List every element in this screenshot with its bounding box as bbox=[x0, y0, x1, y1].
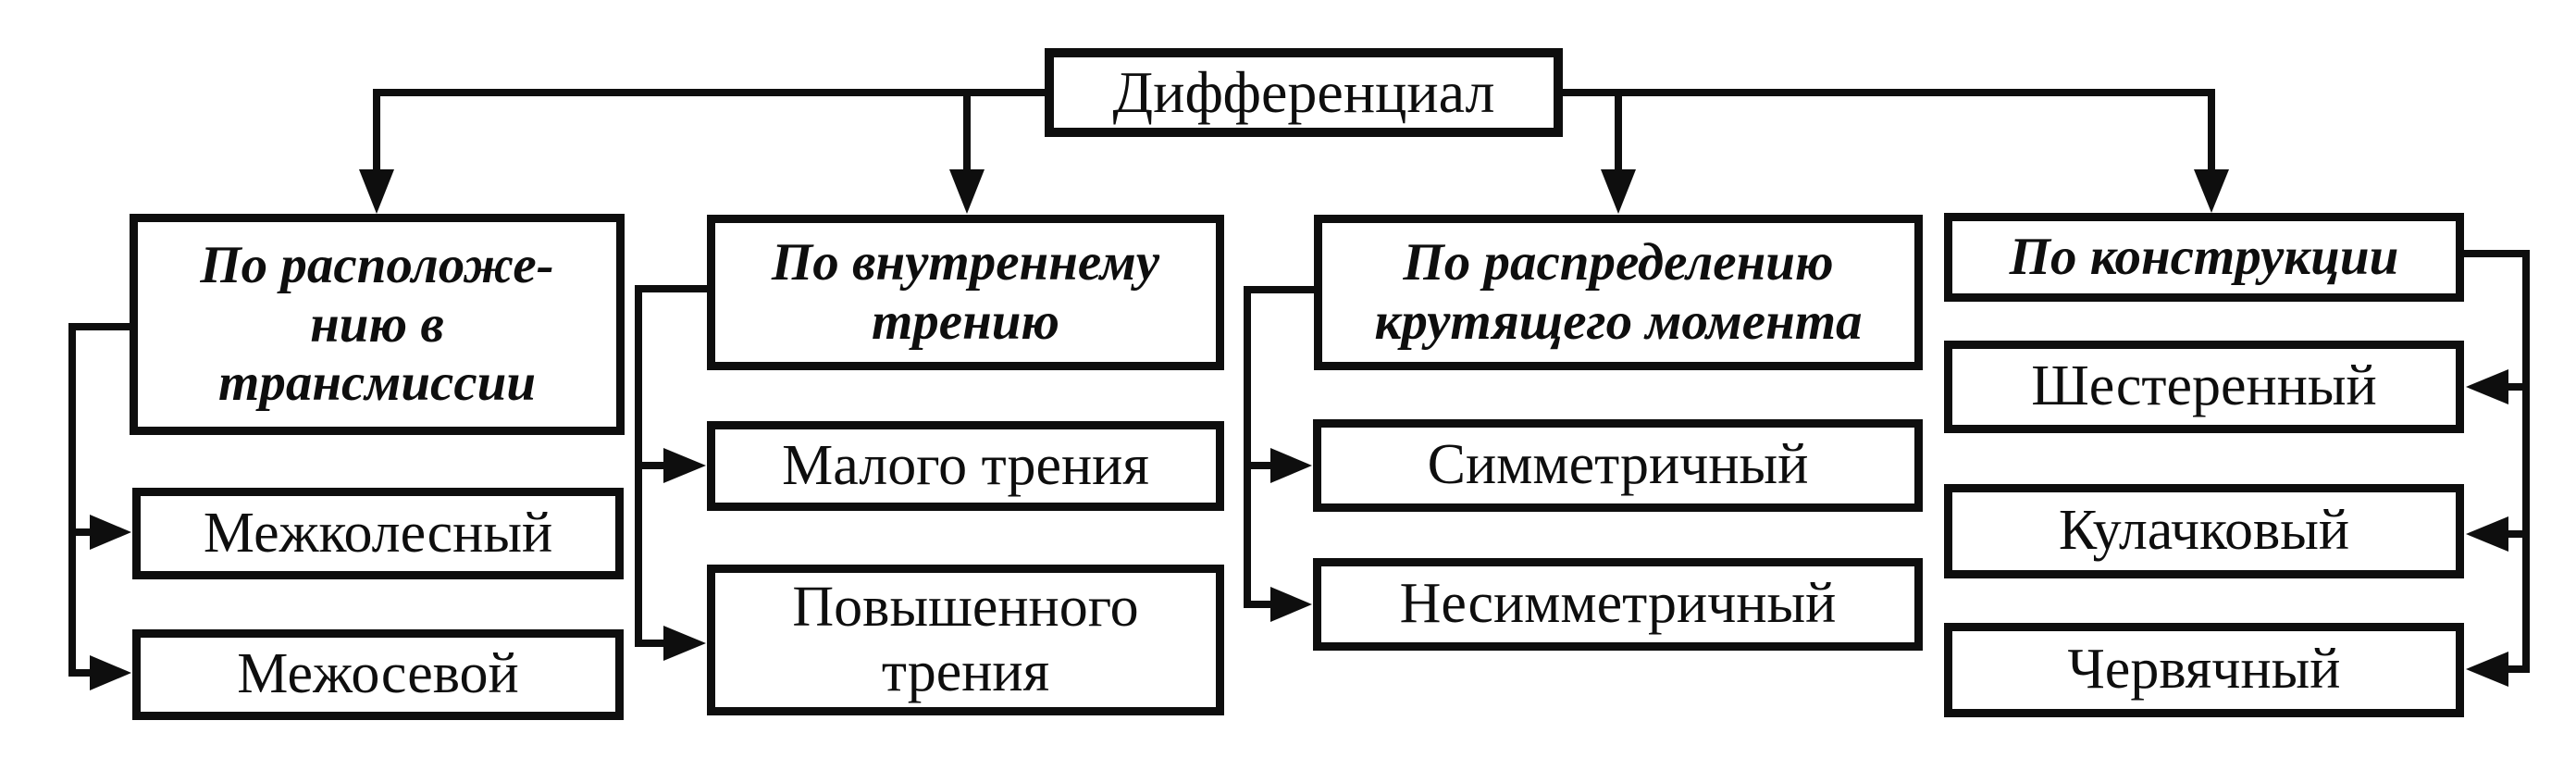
node-interaxle: Межосевой bbox=[132, 629, 624, 720]
node-worm: Червячный bbox=[1944, 623, 2464, 717]
node-cam: Кулачковый bbox=[1944, 484, 2464, 578]
node-symmetric: Симметричный bbox=[1313, 419, 1923, 512]
connector-col4-bracket bbox=[2464, 250, 2530, 673]
arrowhead-down-col1-icon bbox=[359, 169, 394, 214]
node-gear: Шестеренный bbox=[1944, 341, 2464, 433]
connector-root-right-branch bbox=[1563, 89, 2215, 170]
arrowhead-right-interaxle-icon bbox=[90, 655, 131, 690]
arrowhead-right-symmetric-icon bbox=[1270, 448, 1312, 483]
arrowhead-down-col2-icon bbox=[949, 169, 985, 214]
header-by-design: По конструкции bbox=[1944, 213, 2464, 302]
node-low-friction: Малого трения bbox=[707, 421, 1224, 511]
node-interwheel: Межколесный bbox=[132, 488, 624, 579]
arrowhead-right-high-friction-icon bbox=[663, 626, 706, 661]
header-by-transmission-location: По расположе- нию в трансмиссии bbox=[130, 214, 625, 435]
node-asymmetric: Несимметричный bbox=[1313, 558, 1923, 651]
connector-col2-bracket bbox=[635, 285, 707, 647]
connector-root-left-branch bbox=[373, 89, 1045, 170]
node-differential: Дифференциал bbox=[1045, 48, 1563, 137]
arrowhead-left-gear-icon bbox=[2466, 369, 2508, 404]
node-high-friction: Повышенного трения bbox=[707, 565, 1224, 715]
arrowhead-left-cam-icon bbox=[2466, 516, 2508, 552]
arrowhead-left-worm-icon bbox=[2466, 652, 2508, 687]
connector-col1-bracket bbox=[68, 323, 130, 677]
header-by-internal-friction: По внутреннему трению bbox=[707, 215, 1224, 370]
arrowhead-down-col3-icon bbox=[1601, 169, 1636, 214]
arrowhead-right-asymmetric-icon bbox=[1270, 587, 1312, 622]
connector-col3-bracket bbox=[1244, 286, 1314, 608]
header-by-torque-distribution: По распределению крутящего момента bbox=[1314, 215, 1923, 370]
arrowhead-down-col4-icon bbox=[2194, 169, 2229, 213]
arrowhead-right-low-friction-icon bbox=[663, 448, 706, 483]
arrowhead-right-interwheel-icon bbox=[90, 515, 131, 550]
